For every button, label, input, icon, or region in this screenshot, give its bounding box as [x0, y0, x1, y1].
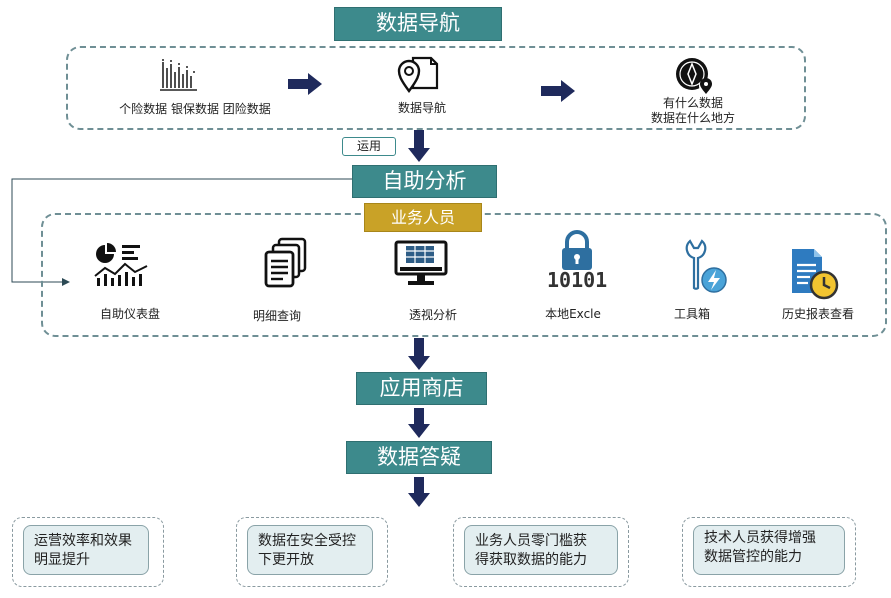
item-pivot-analysis-label: 透视分析	[408, 308, 457, 322]
result-3-line2: 得获取数据的能力	[475, 552, 587, 568]
item-detail-query-label: 明细查询	[252, 309, 301, 323]
result-4-line1: 技术人员获得增强	[704, 530, 816, 546]
step3-label-line1: 有什么数据	[662, 96, 723, 110]
binary-lock-icon: 10101	[547, 230, 607, 291]
item-history-report-label: 历史报表查看	[781, 307, 854, 321]
result-card-1: 运营效率和效果 明显提升	[12, 517, 164, 587]
arrow-right-icon	[541, 80, 575, 102]
result-card-4: 技术人员获得增强 数据管控的能力	[682, 517, 856, 587]
result-card-4-inner: 技术人员获得增强 数据管控的能力	[693, 525, 845, 575]
item-toolbox-label: 工具箱	[673, 307, 710, 321]
result-card-2-inner: 数据在安全受控 下更开放	[247, 525, 373, 575]
wrench-bolt-icon	[685, 239, 727, 293]
self-service-title: 自助分析	[352, 165, 497, 198]
svg-text:10101: 10101	[547, 268, 607, 291]
result-card-1-inner: 运营效率和效果 明显提升	[23, 525, 149, 575]
result-card-2: 数据在安全受控 下更开放	[236, 517, 388, 587]
result-3-line1: 业务人员零门槛获	[475, 533, 587, 549]
arrow-right-icon	[288, 73, 322, 95]
dashboard-chart-icon	[94, 243, 148, 286]
result-2-line2: 下更开放	[258, 552, 314, 568]
apply-tag: 运用	[342, 137, 396, 156]
result-2-line1: 数据在安全受控	[258, 533, 356, 549]
result-1-line2: 明显提升	[34, 552, 90, 568]
result-card-3-inner: 业务人员零门槛获 得获取数据的能力	[464, 525, 618, 575]
item-dashboard-label: 自助仪表盘	[99, 307, 160, 321]
data-qa-title: 数据答疑	[346, 441, 492, 474]
step1-label: 个险数据 银保数据 团险数据	[119, 102, 271, 116]
result-1-line1: 运营效率和效果	[34, 533, 132, 549]
arrow-down-icon	[408, 408, 430, 438]
data-navigation-title: 数据导航	[334, 7, 502, 41]
business-staff-badge: 业务人员	[364, 203, 482, 232]
connector-line	[11, 178, 352, 286]
monitor-table-icon	[394, 240, 448, 285]
result-4-line2: 数据管控的能力	[704, 549, 802, 565]
documents-stack-icon	[264, 237, 307, 288]
arrow-down-icon	[408, 338, 430, 370]
step2-label: 数据导航	[397, 101, 446, 115]
report-clock-icon	[792, 249, 839, 300]
compass-location-icon	[676, 58, 713, 94]
navigation-panel	[66, 46, 806, 130]
result-card-3: 业务人员零门槛获 得获取数据的能力	[453, 517, 629, 587]
step3-label-line2: 数据在什么地方	[650, 111, 735, 125]
item-local-excel-label: 本地Excle	[545, 307, 601, 321]
arrow-down-icon	[408, 477, 430, 507]
map-pin-document-icon	[397, 56, 439, 93]
app-store-title: 应用商店	[356, 372, 487, 405]
arrow-down-icon	[408, 130, 430, 162]
bar-chart-icon	[160, 59, 197, 91]
